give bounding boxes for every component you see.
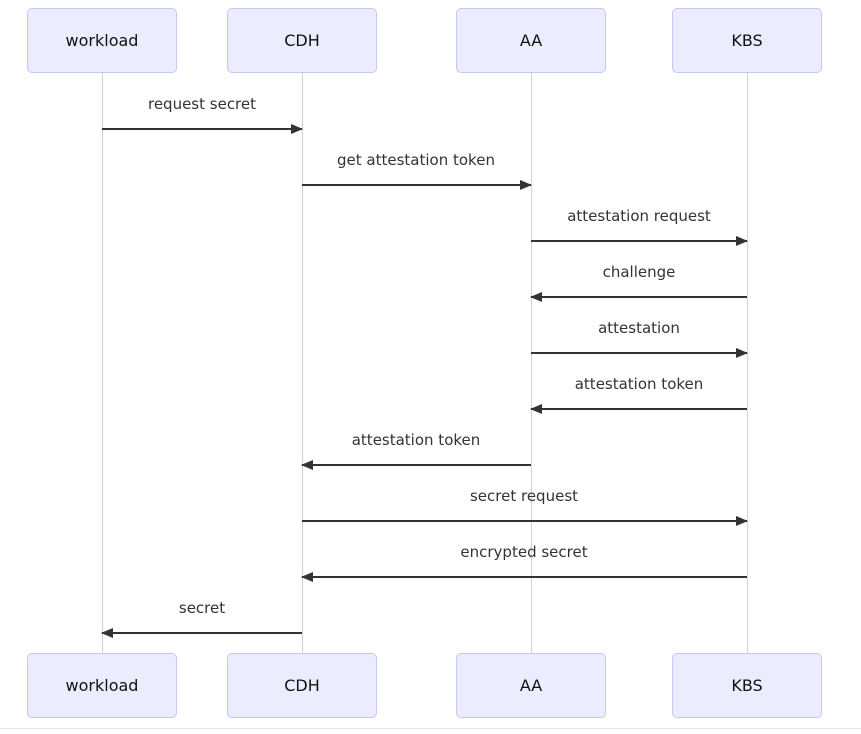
actor-label: workload bbox=[65, 31, 139, 50]
arrowhead-left-icon bbox=[530, 292, 542, 302]
message-arrow bbox=[530, 292, 747, 302]
actor-label: CDH bbox=[284, 31, 320, 50]
message-label: secret request bbox=[469, 487, 579, 505]
message-arrow bbox=[530, 404, 747, 414]
arrowhead-left-icon bbox=[301, 572, 313, 582]
bottom-divider bbox=[0, 728, 861, 729]
message-label: get attestation token bbox=[337, 151, 495, 169]
actor-label: workload bbox=[65, 676, 139, 695]
message-arrow bbox=[531, 236, 748, 246]
arrowhead-right-icon bbox=[520, 180, 532, 190]
actor-box-cdh-top: CDH bbox=[227, 8, 377, 73]
message-arrow bbox=[302, 516, 748, 526]
arrowhead-right-icon bbox=[736, 516, 748, 526]
arrowhead-right-icon bbox=[736, 348, 748, 358]
arrowhead-right-icon bbox=[291, 124, 303, 134]
lifeline-aa bbox=[530, 73, 532, 653]
message-label: request secret bbox=[147, 95, 257, 113]
arrowhead-left-icon bbox=[530, 404, 542, 414]
message-label: attestation request bbox=[567, 207, 711, 225]
message-label: attestation token bbox=[574, 375, 704, 393]
message-arrow bbox=[301, 572, 747, 582]
actor-box-workload-top: workload bbox=[27, 8, 177, 73]
message-arrow bbox=[531, 348, 748, 358]
message-arrow bbox=[302, 180, 532, 190]
lifeline-kbs bbox=[746, 73, 748, 653]
actor-box-kbs-top: KBS bbox=[672, 8, 822, 73]
actor-label: KBS bbox=[731, 676, 763, 695]
arrowhead-right-icon bbox=[736, 236, 748, 246]
actor-box-cdh-bottom: CDH bbox=[227, 653, 377, 718]
message-arrow bbox=[101, 628, 302, 638]
message-label: secret bbox=[178, 599, 226, 617]
actor-label: AA bbox=[519, 676, 543, 695]
message-label: encrypted secret bbox=[460, 543, 588, 561]
actor-label: KBS bbox=[731, 31, 763, 50]
actor-label: AA bbox=[519, 31, 543, 50]
actor-box-aa-top: AA bbox=[456, 8, 606, 73]
actor-label: CDH bbox=[284, 676, 320, 695]
arrowhead-left-icon bbox=[101, 628, 113, 638]
message-label: challenge bbox=[602, 263, 676, 281]
message-arrow bbox=[301, 460, 531, 470]
message-label: attestation token bbox=[351, 431, 481, 449]
message-arrow bbox=[102, 124, 303, 134]
actor-box-kbs-bottom: KBS bbox=[672, 653, 822, 718]
actor-box-aa-bottom: AA bbox=[456, 653, 606, 718]
arrowhead-left-icon bbox=[301, 460, 313, 470]
lifeline-workload bbox=[101, 73, 103, 653]
actor-box-workload-bottom: workload bbox=[27, 653, 177, 718]
message-label: attestation bbox=[598, 319, 680, 337]
lifeline-cdh bbox=[301, 73, 303, 653]
